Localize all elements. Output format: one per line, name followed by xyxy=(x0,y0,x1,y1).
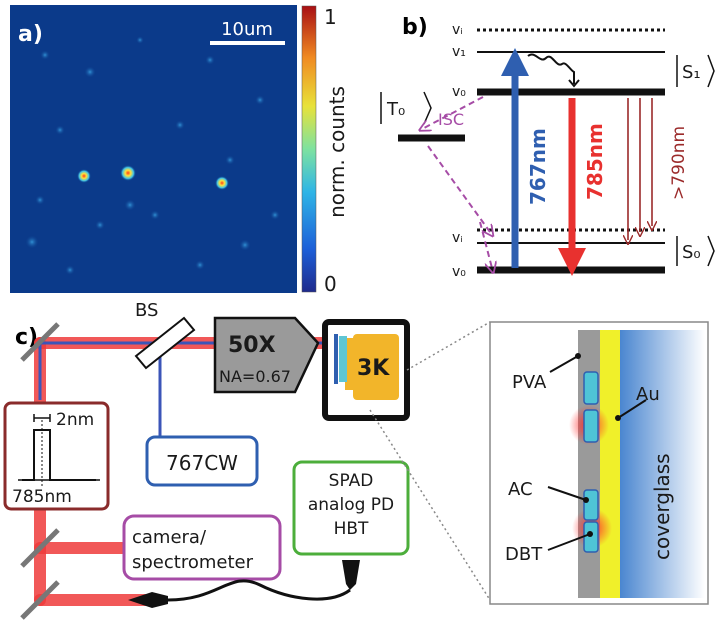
isc-arrow xyxy=(424,96,484,128)
t0-decay-arrow xyxy=(427,145,490,232)
camera-label-2: spectrometer xyxy=(132,552,254,573)
colorbar xyxy=(301,5,317,293)
label-vi-top: vᵢ xyxy=(452,22,463,38)
panel-c: c) BS 50X NA=0.67 xyxy=(3,300,491,620)
fiber-coupler-detector xyxy=(342,560,360,590)
pva-layer xyxy=(578,330,600,598)
label-v0-bottom: v₀ xyxy=(452,264,466,280)
panel-a: a) 10um 1 0 norm. counts xyxy=(10,5,349,296)
zoom-line-top xyxy=(406,321,491,371)
fluorescence-map xyxy=(10,5,297,293)
coverglass-label: coverglass xyxy=(650,453,674,560)
excitation-wavelength: 767nm xyxy=(526,128,550,205)
map-speckle xyxy=(25,36,280,275)
filter-width: 2nm xyxy=(56,410,94,430)
ket-t0: T₀ xyxy=(380,91,432,125)
svg-text:S₁: S₁ xyxy=(682,62,701,83)
relaxation-squiggle xyxy=(527,53,575,84)
redshift-arrows xyxy=(628,98,652,240)
colorbar-max: 1 xyxy=(324,5,337,29)
objective-na: NA=0.67 xyxy=(219,367,291,386)
mirror-bottom xyxy=(20,580,60,620)
svg-text:S₀: S₀ xyxy=(682,242,701,263)
ac-crystal-3 xyxy=(583,489,599,521)
cryostat-label: 3K xyxy=(357,356,390,381)
panel-c-label: c) xyxy=(15,325,38,350)
ac-crystal-1 xyxy=(583,371,599,405)
redshift-wavelength: >790nm xyxy=(669,126,689,200)
ac-label: AC xyxy=(508,479,533,500)
fiber-coupler-bottom xyxy=(128,592,168,608)
svg-text:T₀: T₀ xyxy=(386,99,405,120)
emission-wavelength: 785nm xyxy=(583,123,607,200)
detector-box xyxy=(292,460,410,556)
panel-b: b) vᵢ v₁ v₀ vᵢ v₀ T₀ S₁ S₀ xyxy=(380,15,715,280)
objective xyxy=(213,316,320,394)
ac-crystal-4 xyxy=(583,521,599,553)
filter-box xyxy=(3,401,110,511)
objective-mag: 50X xyxy=(228,333,276,358)
cryostat xyxy=(322,319,410,421)
ket-s0: S₀ xyxy=(676,235,715,267)
camera-label-1: camera/ xyxy=(132,527,207,548)
pva-label: PVA xyxy=(512,372,547,393)
dbt-label: DBT xyxy=(505,544,543,565)
ket-s1: S₁ xyxy=(676,54,715,88)
au-label: Au xyxy=(636,384,660,405)
bs-label: BS xyxy=(135,300,158,321)
detector-label-1: SPAD xyxy=(329,471,374,491)
mirror-middle xyxy=(20,528,60,568)
detector-label-3: HBT xyxy=(334,519,369,539)
camera-box xyxy=(122,514,282,581)
label-vi-bottom: vᵢ xyxy=(452,230,463,246)
filter-center: 785nm xyxy=(12,487,72,507)
t0-decay-arrow-2 xyxy=(479,221,492,268)
coverglass xyxy=(620,330,705,598)
beam-splitter xyxy=(134,316,196,370)
map-emitters xyxy=(77,165,229,190)
laser-box xyxy=(145,435,259,487)
ac-crystal-2 xyxy=(583,409,599,443)
scale-bar-label: 10um xyxy=(221,19,273,40)
au-layer xyxy=(600,330,620,598)
sample-inset: PVA Au AC DBT coverglass xyxy=(489,321,709,605)
laser-label: 767CW xyxy=(166,451,238,475)
colorbar-min: 0 xyxy=(324,272,337,296)
label-v1: v₁ xyxy=(452,44,466,60)
panel-b-label: b) xyxy=(402,15,428,40)
optical-fiber xyxy=(167,579,351,602)
detector-label-2: analog PD xyxy=(308,495,394,515)
isc-label: ISC xyxy=(438,110,464,129)
mirror-top xyxy=(20,322,60,362)
panel-a-label: a) xyxy=(18,22,43,47)
colorbar-label: norm. counts xyxy=(325,86,349,218)
label-v0-top: v₀ xyxy=(452,84,466,100)
